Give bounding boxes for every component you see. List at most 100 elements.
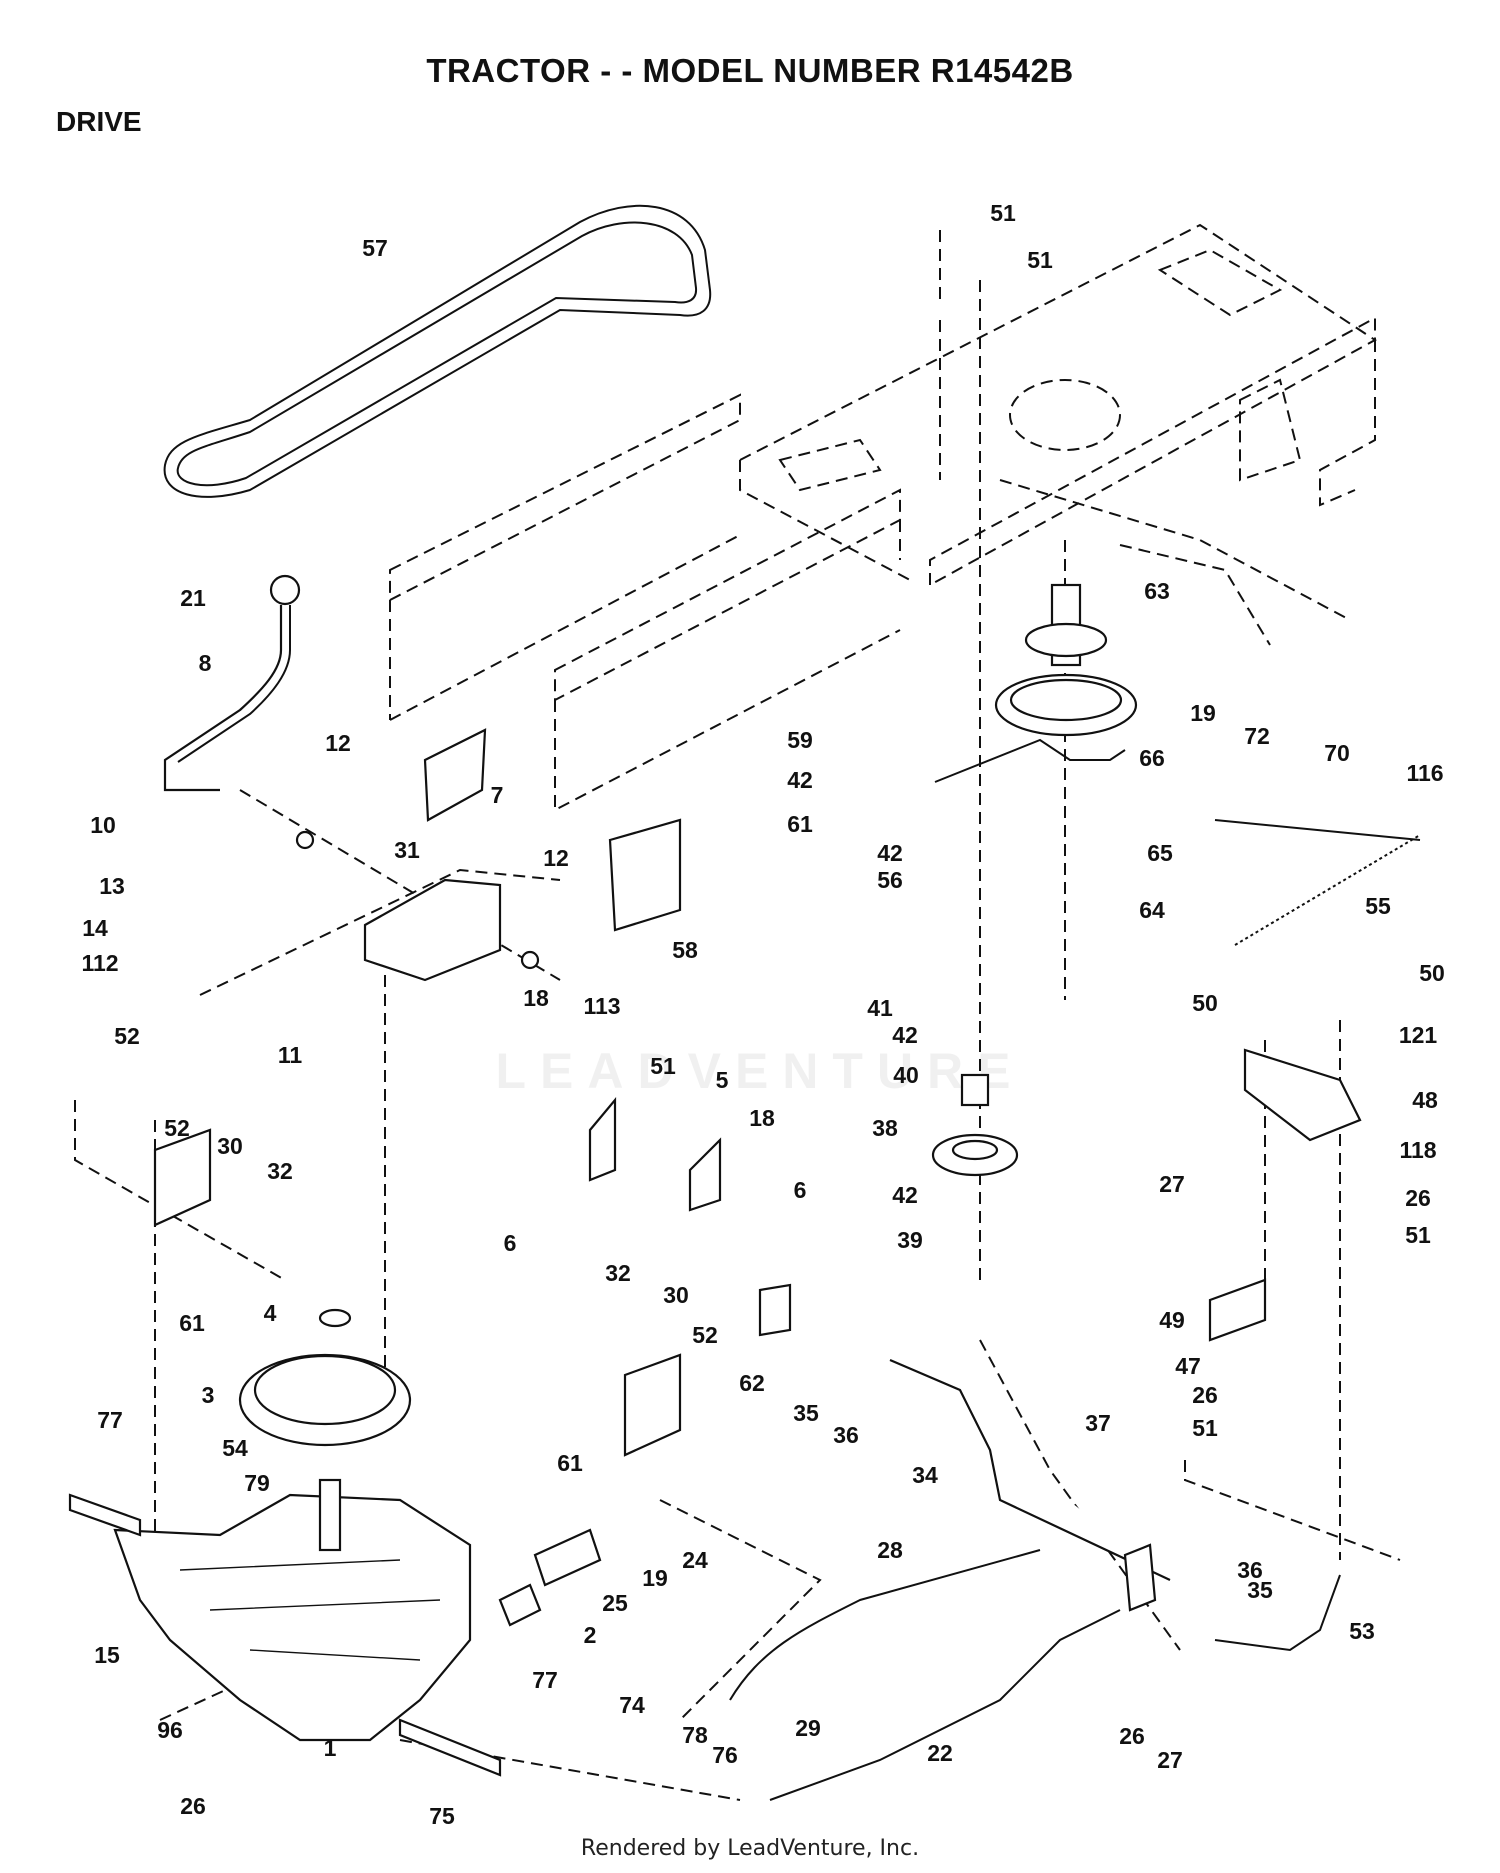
control-rods [153, 738, 1421, 1801]
part-callout: 24 [682, 1547, 708, 1573]
part-callout: 77 [532, 1667, 558, 1693]
tractor-frame [389, 223, 1377, 812]
part-callout: 61 [557, 1450, 583, 1476]
part-callout: 118 [1399, 1137, 1436, 1163]
part-callout: 26 [1192, 1382, 1218, 1408]
part-callout: 113 [583, 993, 620, 1019]
lever-bracket [295, 728, 682, 982]
part-callout: 61 [179, 1310, 205, 1336]
part-callout: 21 [180, 585, 206, 611]
part-callout: 26 [1119, 1723, 1145, 1749]
part-callout: 76 [712, 1742, 738, 1768]
part-callout: 12 [543, 845, 569, 871]
part-callout: 3 [202, 1382, 215, 1408]
part-callout: 30 [217, 1133, 243, 1159]
part-callout: 32 [605, 1260, 631, 1286]
part-callout: 8 [199, 650, 212, 676]
part-callout: 26 [180, 1793, 206, 1819]
part-callout: 37 [1085, 1410, 1111, 1436]
page-title: TRACTOR - - MODEL NUMBER R14542B [426, 52, 1074, 89]
part-callout: 52 [692, 1322, 718, 1348]
part-callout: 116 [1406, 760, 1443, 786]
part-callout: 49 [1159, 1307, 1185, 1333]
part-callout: 15 [94, 1642, 120, 1668]
part-callout: 2 [584, 1622, 597, 1648]
part-callout: 22 [927, 1740, 953, 1766]
part-callout: 19 [1190, 700, 1216, 726]
part-callout: 36 [1237, 1557, 1263, 1583]
part-callout: 39 [897, 1227, 923, 1253]
part-callout: 96 [157, 1717, 183, 1743]
watermark: LEADVENTURE [495, 1043, 1025, 1099]
part-callout: 70 [1324, 740, 1350, 766]
part-callout: 38 [872, 1115, 898, 1141]
part-callout: 78 [682, 1722, 708, 1748]
part-callout: 13 [99, 873, 125, 899]
part-callout: 79 [244, 1470, 270, 1496]
part-callout: 51 [1027, 247, 1053, 273]
part-callout: 6 [794, 1177, 807, 1203]
part-callout: 36 [833, 1422, 859, 1448]
part-callout: 5 [716, 1067, 729, 1093]
part-callout: 50 [1192, 990, 1218, 1016]
part-callout: 35 [793, 1400, 819, 1426]
part-callout: 40 [893, 1062, 919, 1088]
part-callout: 61 [787, 811, 813, 837]
part-callout: 42 [787, 767, 813, 793]
part-callout: 42 [892, 1182, 918, 1208]
part-callout: 48 [1412, 1087, 1438, 1113]
part-callout: 121 [1399, 1022, 1438, 1048]
part-callout: 30 [663, 1282, 689, 1308]
part-callout: 1 [324, 1735, 337, 1761]
shift-lever [163, 574, 301, 792]
part-callout: 75 [429, 1803, 455, 1829]
part-callout: 55 [1365, 893, 1391, 919]
part-callout: 53 [1349, 1618, 1375, 1644]
part-callout: 19 [642, 1565, 668, 1591]
part-callout: 62 [739, 1370, 765, 1396]
part-callout: 54 [222, 1435, 248, 1461]
part-callout: 27 [1159, 1171, 1185, 1197]
part-callout: 41 [867, 995, 893, 1021]
part-callout: 112 [81, 950, 118, 976]
part-callout: 27 [1157, 1747, 1183, 1773]
engine-pulley [994, 583, 1138, 737]
part-callout: 25 [602, 1590, 628, 1616]
part-callout: 77 [97, 1407, 123, 1433]
part-callout: 34 [912, 1462, 938, 1488]
part-callout: 4 [264, 1300, 277, 1326]
part-callout: 42 [877, 840, 903, 866]
part-callout: 50 [1419, 960, 1445, 986]
idler-pulley [931, 1073, 1019, 1177]
part-callout: 42 [892, 1022, 918, 1048]
part-callout: 10 [90, 812, 116, 838]
part-callout: 26 [1405, 1185, 1431, 1211]
part-callout: 56 [877, 867, 903, 893]
drive-belt [163, 204, 712, 498]
part-callout: 47 [1175, 1353, 1201, 1379]
transaxle-pulley [238, 1308, 412, 1447]
part-callout: 59 [787, 727, 813, 753]
part-callout: 57 [362, 235, 388, 261]
part-callout: 63 [1144, 578, 1170, 604]
part-callout: 28 [877, 1537, 903, 1563]
part-callout: 52 [114, 1023, 140, 1049]
part-callout: 65 [1147, 840, 1173, 866]
part-callout: 51 [1192, 1415, 1218, 1441]
part-callout: 32 [267, 1158, 293, 1184]
part-callout: 52 [164, 1115, 190, 1141]
part-callout: 18 [523, 985, 549, 1011]
part-callout: 12 [325, 730, 351, 756]
part-callout: 58 [672, 937, 698, 963]
section-heading: DRIVE [56, 106, 142, 137]
part-callout: 72 [1244, 723, 1270, 749]
part-callout: 51 [650, 1053, 676, 1079]
part-callout: 18 [749, 1105, 775, 1131]
part-callout: 66 [1139, 745, 1165, 771]
transaxle [68, 1478, 502, 1777]
part-callout: 29 [795, 1715, 821, 1741]
part-callout: 35 [1247, 1577, 1273, 1603]
part-callout: 14 [82, 915, 108, 941]
